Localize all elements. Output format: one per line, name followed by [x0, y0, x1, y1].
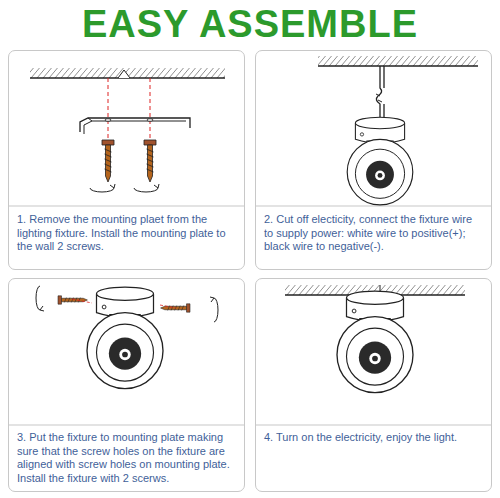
step-panel: 2. Cut off electicity, connect the fixtu…	[255, 50, 492, 270]
step-text: 4. Turn on the electricity, enjoy the li…	[264, 431, 483, 445]
step-panel: 3. Put the fixture to mounting plate mak…	[8, 278, 245, 492]
step-text: 2. Cut off electicity, connect the fixtu…	[264, 213, 483, 254]
step-panel: 4. Turn on the electricity, enjoy the li…	[255, 278, 492, 492]
step-panel: 1. Remove the mounting plaet from the li…	[8, 50, 245, 270]
page-title: EASY ASSEMBLE	[0, 2, 500, 46]
step-text: 3. Put the fixture to mounting plate mak…	[17, 431, 236, 485]
step-text: 1. Remove the mounting plaet from the li…	[17, 213, 236, 254]
